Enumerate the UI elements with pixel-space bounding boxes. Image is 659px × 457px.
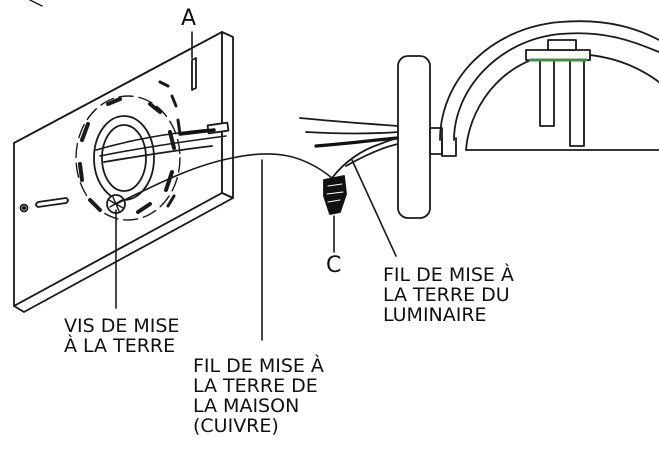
fixture-dome	[439, 20, 659, 157]
label-fixture-ground-wire-line-1: FIL DE MISE À	[383, 264, 514, 286]
bracket-slot-icon	[35, 197, 69, 208]
fixture-wires	[299, 117, 400, 179]
bracket-hole-icon	[19, 203, 29, 213]
label-ground-screw-line-1: VIS DE MISE	[64, 315, 180, 337]
leader-fixture-wire	[351, 159, 397, 257]
label-house-ground-wire-line-1: FIL DE MISE À	[193, 355, 324, 377]
fixture-backplate	[397, 55, 443, 219]
leader-lines	[115, 31, 397, 341]
knockout-ring	[75, 80, 182, 221]
label-house-ground-wire-line-2: LA TERRE DE	[193, 375, 318, 397]
label-a: A	[181, 6, 197, 31]
label-fixture-ground-wire-line-2: LA TERRE DU	[383, 284, 510, 306]
label-ground-screw-line-2: À LA TERRE	[64, 335, 176, 357]
mounting-bracket	[13, 31, 234, 313]
label-c: C	[326, 253, 342, 278]
label-fixture-ground-wire-line-3: LUMINAIRE	[383, 304, 487, 326]
label-house-ground-wire-line-3: LA MAISON	[193, 395, 300, 417]
box-wires	[95, 121, 230, 163]
label-house-ground-wire-line-4: (CUIVRE)	[193, 415, 279, 437]
wire-nut-icon	[323, 175, 347, 215]
house-ground-wire	[115, 153, 333, 205]
